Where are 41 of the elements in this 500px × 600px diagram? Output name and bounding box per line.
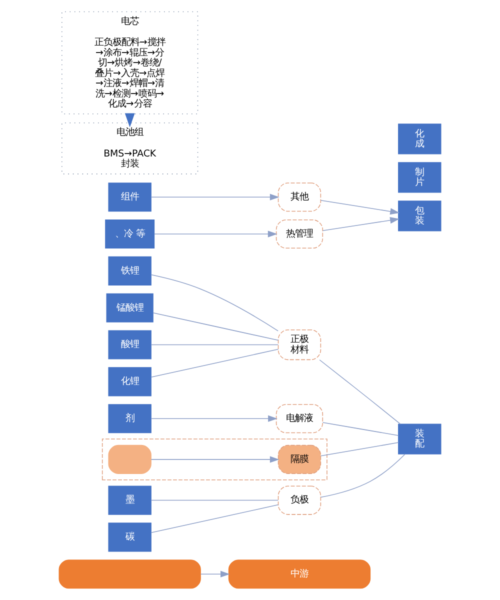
node-box: 电池组 BMS→PACK封装 <box>62 122 198 174</box>
arrow <box>150 194 280 200</box>
node-box: 铁锂 <box>108 256 152 286</box>
connector <box>322 422 399 436</box>
cluster <box>102 438 328 480</box>
node-box: 剂 <box>108 404 152 434</box>
connector <box>150 348 279 378</box>
node-box <box>58 560 201 589</box>
node-box: 酸锂 <box>108 330 152 360</box>
node-box: 热管理 <box>276 220 324 249</box>
node-box: 制片 <box>398 162 442 193</box>
node-box: 装配 <box>398 424 442 454</box>
node-box: 化锂 <box>108 367 152 396</box>
arrow <box>150 415 278 422</box>
node-box: 锰酸锂 <box>106 293 154 322</box>
node-box: 正极材料 <box>278 329 322 360</box>
arrow <box>150 456 280 463</box>
connector <box>150 274 278 332</box>
node-box: 包装 <box>398 200 442 232</box>
node-box: 墨 <box>108 486 152 515</box>
node-box: 隔膜 <box>278 444 322 474</box>
arrow <box>320 200 400 215</box>
connector <box>150 344 279 346</box>
node-box: 中游 <box>228 560 371 589</box>
node-box: 其他 <box>278 182 322 212</box>
connector <box>319 359 401 424</box>
arrow <box>154 230 278 238</box>
arrow <box>200 570 230 578</box>
node-box: 化成 <box>398 124 442 154</box>
connector <box>320 442 399 456</box>
node-box: 负极 <box>278 486 322 515</box>
connector <box>320 454 406 498</box>
node-box: 碳 <box>108 522 152 552</box>
connector <box>150 500 279 501</box>
arrow <box>322 217 400 231</box>
connector <box>152 312 279 341</box>
node-box: 电解液 <box>276 404 324 434</box>
node-box <box>108 444 152 474</box>
node-box: 组件 <box>108 182 152 212</box>
node-box: 、冷 等 <box>105 220 155 249</box>
connector <box>150 504 279 534</box>
